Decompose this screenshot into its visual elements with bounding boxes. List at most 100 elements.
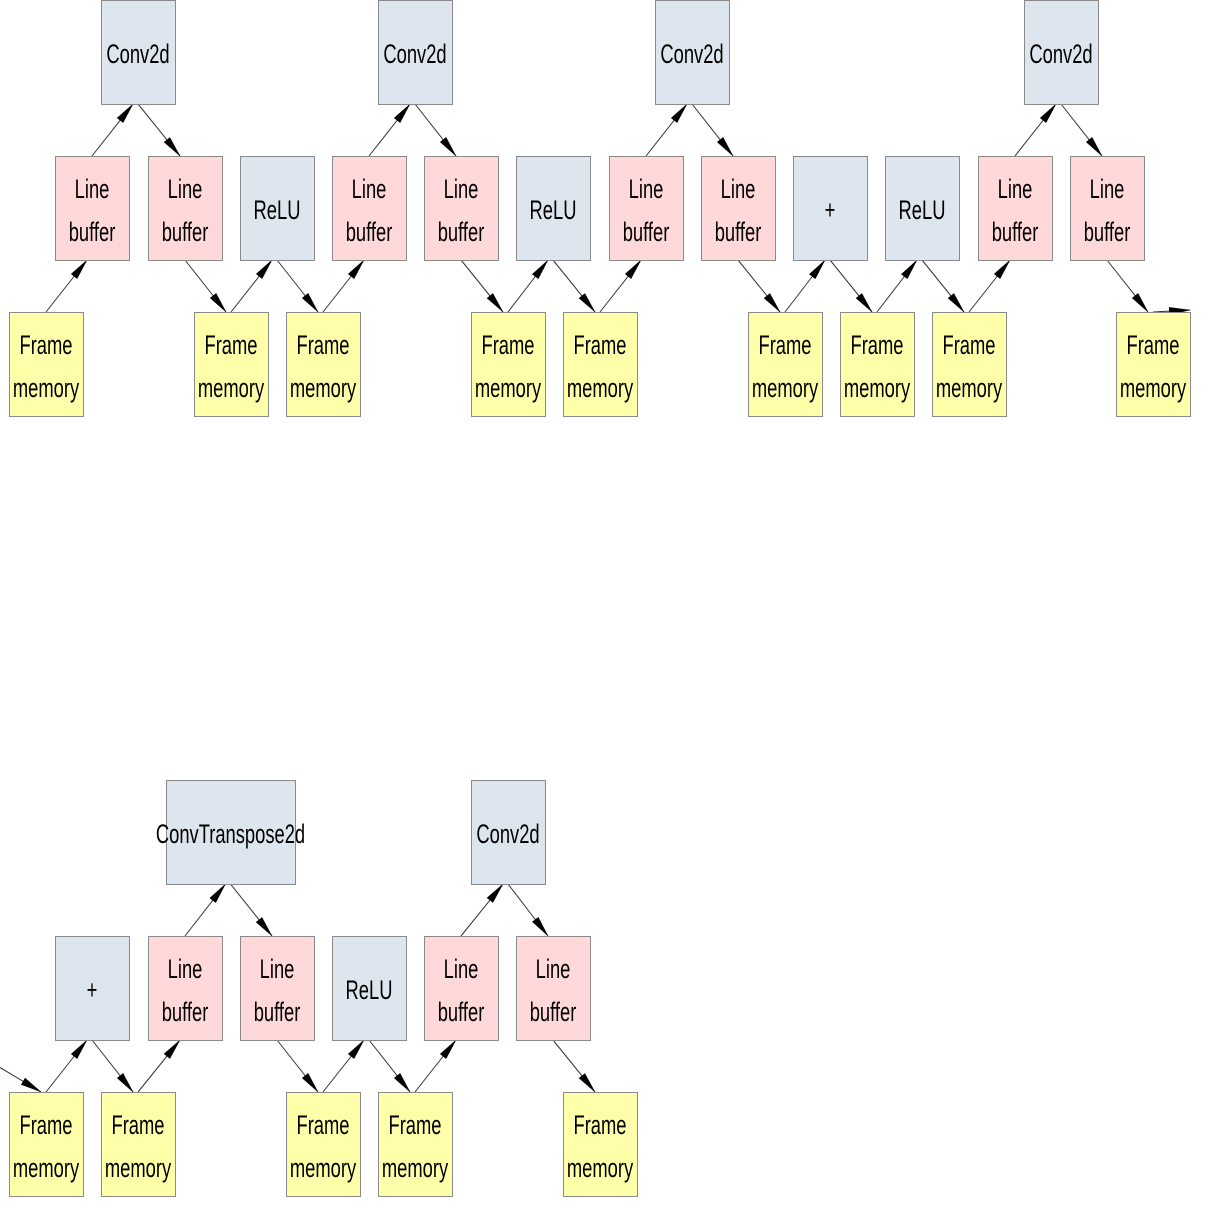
node-box (166, 780, 296, 885)
node-label: Conv2d (383, 38, 446, 68)
edge-arrow (1014, 103, 1057, 157)
edge-arrow (599, 259, 642, 313)
node-label: memory (475, 372, 542, 402)
node-label: memory (567, 1152, 634, 1182)
operator-node: ReLU (240, 156, 315, 261)
node-label: buffer (992, 216, 1039, 246)
node-label: Frame (573, 1109, 626, 1139)
node-label: ReLU (899, 194, 946, 224)
node-box (9, 312, 84, 417)
node-box (148, 936, 223, 1041)
node-box (471, 312, 546, 417)
operator-node: Conv2d (101, 0, 176, 105)
node-label: buffer (1084, 216, 1131, 246)
node-label: buffer (254, 996, 301, 1026)
node-box (655, 0, 730, 105)
frame-memory-node: Frame memory (563, 312, 638, 417)
node-label: memory (567, 372, 634, 402)
node-label: memory (105, 1152, 172, 1182)
node-box (424, 936, 499, 1041)
operator-node: + (793, 156, 868, 261)
node-box (516, 936, 591, 1041)
node-box (240, 156, 315, 261)
node-label: memory (290, 372, 357, 402)
edge-arrow (45, 1039, 88, 1093)
node-box (101, 1092, 176, 1197)
edge-arrow (921, 259, 965, 313)
node-label: Line (168, 173, 203, 203)
node-label: memory (290, 1152, 357, 1182)
node-label: buffer (162, 216, 209, 246)
node-label: Line (1090, 173, 1125, 203)
node-box (55, 156, 130, 261)
node-label: Line (75, 173, 110, 203)
node-box (885, 156, 960, 261)
operator-node: Conv2d (378, 0, 453, 105)
node-label: buffer (438, 996, 485, 1026)
edge-arrow (322, 259, 365, 313)
edge-arrow (1106, 259, 1149, 313)
node-box (748, 312, 823, 417)
node-label: memory (13, 372, 80, 402)
edge-arrow (137, 1039, 181, 1093)
node-label: Frame (388, 1109, 441, 1139)
edge-arrow (1060, 103, 1103, 157)
node-box (471, 780, 546, 885)
edge-arrow (91, 103, 134, 157)
operator-node: ReLU (516, 156, 591, 261)
edge-arrow (45, 259, 88, 313)
node-box (609, 156, 684, 261)
node-label: Line (536, 953, 571, 983)
node-box (332, 936, 407, 1041)
line-buffer-node: Line buffer (148, 156, 223, 261)
edge-arrow (414, 103, 457, 157)
edge-arrow (414, 1039, 457, 1093)
node-label: Line (998, 173, 1033, 203)
edge-arrow (507, 883, 549, 937)
operator-node: ReLU (332, 936, 407, 1041)
edge-arrow (368, 103, 411, 157)
edge-arrow (276, 259, 319, 313)
node-label: Frame (481, 329, 534, 359)
node-box (793, 156, 868, 261)
edge-arrow (876, 259, 918, 313)
node-label: Frame (19, 329, 72, 359)
node-label: + (87, 974, 98, 1004)
edge-arrow (230, 259, 273, 313)
node-label: Line (721, 173, 756, 203)
edge-arrow (829, 259, 873, 313)
line-buffer-node: Line buffer (978, 156, 1053, 261)
edges-layer (0, 103, 1191, 1093)
edge-arrow (137, 103, 181, 157)
edge-arrow (460, 259, 504, 313)
edge-arrow (368, 1039, 411, 1093)
node-box (240, 936, 315, 1041)
node-label: Frame (204, 329, 257, 359)
operator-node: Conv2d (471, 780, 546, 885)
node-box (286, 312, 361, 417)
node-label: ConvTranspose2d (156, 818, 305, 848)
node-box (516, 156, 591, 261)
frame-memory-node: Frame memory (194, 312, 269, 417)
frame-memory-node: Frame memory (9, 312, 84, 417)
node-label: memory (198, 372, 265, 402)
node-label: Frame (573, 329, 626, 359)
node-label: buffer (438, 216, 485, 246)
node-label: Frame (850, 329, 903, 359)
node-label: memory (1120, 372, 1187, 402)
node-box (194, 312, 269, 417)
node-box (9, 1092, 84, 1197)
edge-arrow (230, 883, 273, 937)
